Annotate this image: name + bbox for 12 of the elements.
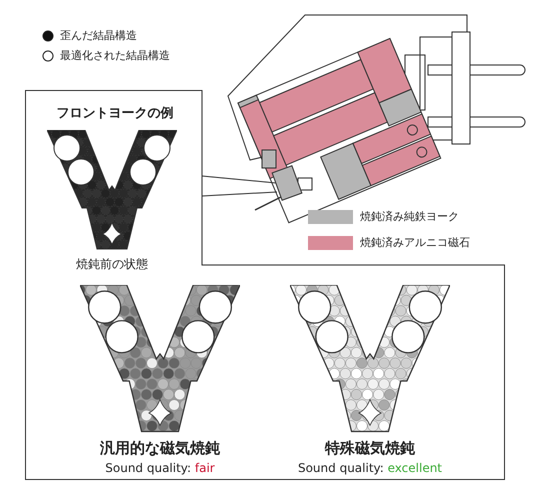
quality-label: Sound quality: fair — [104, 460, 216, 475]
panel-heading: フロントヨークの例 — [56, 105, 174, 122]
yoke-title: 汎用的な磁気焼鈍 — [99, 438, 221, 458]
quality-label: Sound quality: excellent — [296, 460, 444, 475]
leader-line — [202, 192, 278, 196]
yoke-title: 特殊磁気焼鈍 — [324, 438, 416, 458]
legend-label: 歪んだ結晶構造 — [60, 28, 137, 43]
legend-label: 焼鈍済み純鉄ヨーク — [360, 209, 459, 224]
legend-label: 焼鈍済みアルニコ磁石 — [360, 235, 470, 250]
state-label: 焼鈍前の状態 — [75, 256, 149, 273]
leader-line — [202, 176, 276, 184]
legend-label: 最適化された結晶構造 — [60, 48, 170, 63]
